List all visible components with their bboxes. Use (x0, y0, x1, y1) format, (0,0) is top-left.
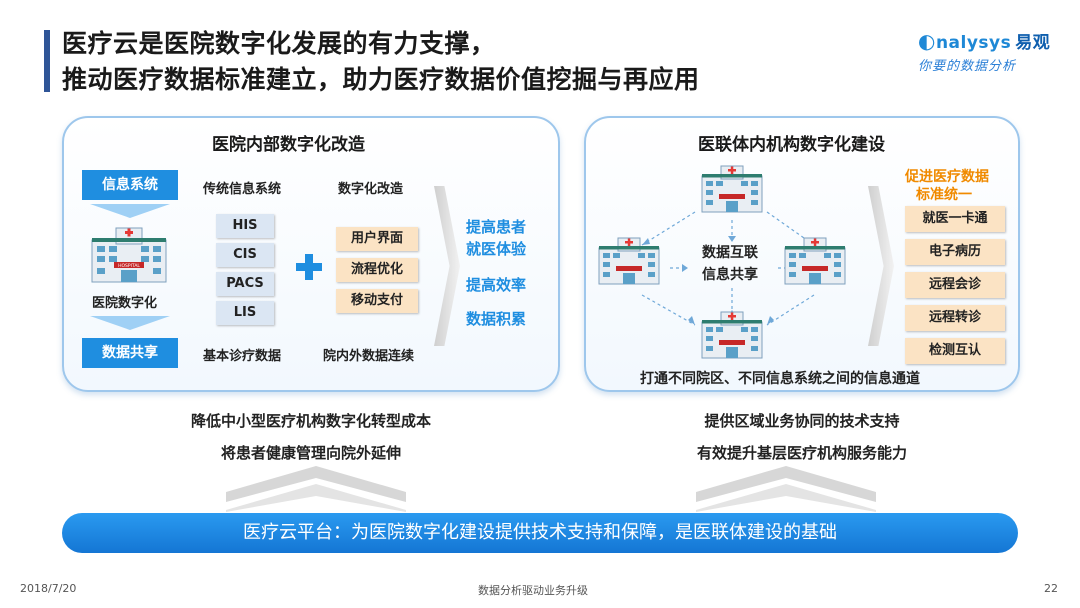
outcome-text: 提高患者 (466, 218, 527, 236)
logo-o-icon: ◐ (918, 29, 936, 53)
col-traditional-header: 传统信息系统 (203, 182, 282, 197)
system-tag: PACS (216, 272, 274, 296)
service-tag: 远程会诊 (905, 272, 1005, 298)
page-title-line2: 推动医疗数据标准建立，助力医疗数据价值挖掘与再应用 (62, 65, 700, 94)
logo-brand-cn: 易观 (1015, 33, 1051, 53)
platform-banner: 医疗云平台：为医院数字化建设提供技术支持和保障，是医联体建设的基础 (62, 513, 1018, 553)
hospital-sign-text: HOSPITAL (118, 263, 140, 269)
upgrade-tag: 移动支付 (336, 289, 418, 313)
up-chevron-icon (696, 466, 876, 512)
footer-date: 2018/7/20 (20, 582, 77, 595)
left-benefit-line1: 降低中小型医疗机构数字化转型成本 (190, 412, 431, 430)
hospital-digital-label: 医院数字化 (92, 296, 158, 311)
right-panel-title: 医联体内机构数字化建设 (698, 135, 885, 155)
left-benefit-line2: 将患者健康管理向院外延伸 (220, 444, 401, 462)
down-arrow-icon (90, 204, 170, 218)
service-tag: 检测互认 (905, 338, 1005, 364)
hospital-network-diagram (598, 165, 846, 359)
left-panel-title: 医院内部数字化改造 (212, 135, 365, 155)
basic-data-label: 基本诊疗数据 (203, 349, 282, 364)
hospital-icon (701, 311, 763, 359)
right-benefit-line1: 提供区域业务协同的技术支持 (704, 412, 900, 430)
page-title: 医疗云是医院数字化发展的有力支撑， 推动医疗数据标准建立，助力医疗数据价值挖掘与… (62, 26, 700, 98)
standard-headline-line1: 促进医疗数据 (905, 169, 989, 185)
down-arrow-icon (90, 316, 170, 330)
info-system-tag: 信息系统 (82, 170, 178, 200)
outcome-text: 就医体验 (466, 240, 527, 258)
network-caption: 打通不同院区、不同信息系统之间的信息通道 (640, 371, 920, 387)
col-digital-header: 数字化改造 (338, 182, 404, 197)
system-tag: LIS (216, 301, 274, 325)
service-tag: 就医一卡通 (905, 206, 1005, 232)
page-title-line1: 医疗云是医院数字化发展的有力支撑， (62, 29, 496, 58)
logo-tagline: 你要的数据分析 (918, 59, 1017, 74)
footer-center: 数据分析驱动业务升级 (478, 584, 588, 597)
outcome-text: 提高效率 (466, 276, 527, 294)
hospital-icon (701, 165, 763, 213)
title-accent-bar (44, 30, 50, 92)
hospital-icon (598, 237, 660, 285)
right-benefit-line2: 有效提升基层医疗机构服务能力 (696, 444, 907, 462)
network-center-line2: 信息共享 (702, 267, 758, 283)
service-tag: 远程转诊 (905, 305, 1005, 331)
hospital-icon: HOSPITAL (91, 227, 167, 283)
system-tag: CIS (216, 243, 274, 267)
up-chevron-icon (226, 466, 406, 512)
service-tag: 电子病历 (905, 239, 1005, 265)
plus-icon (296, 254, 322, 280)
outcome-text: 数据积累 (466, 310, 527, 328)
upgrade-tag: 用户界面 (336, 227, 418, 251)
data-continuity-label: 院内外数据连续 (323, 349, 415, 364)
network-center-line1: 数据互联 (702, 245, 758, 261)
system-tag: HIS (216, 214, 274, 238)
standard-headline-line2: 标准统一 (916, 187, 972, 203)
hospital-icon (784, 237, 846, 285)
logo-brand-text: nalysys (935, 33, 1012, 53)
data-sharing-tag: 数据共享 (82, 338, 178, 368)
upgrade-tag: 流程优化 (336, 258, 418, 282)
page-number: 22 (1044, 582, 1058, 595)
